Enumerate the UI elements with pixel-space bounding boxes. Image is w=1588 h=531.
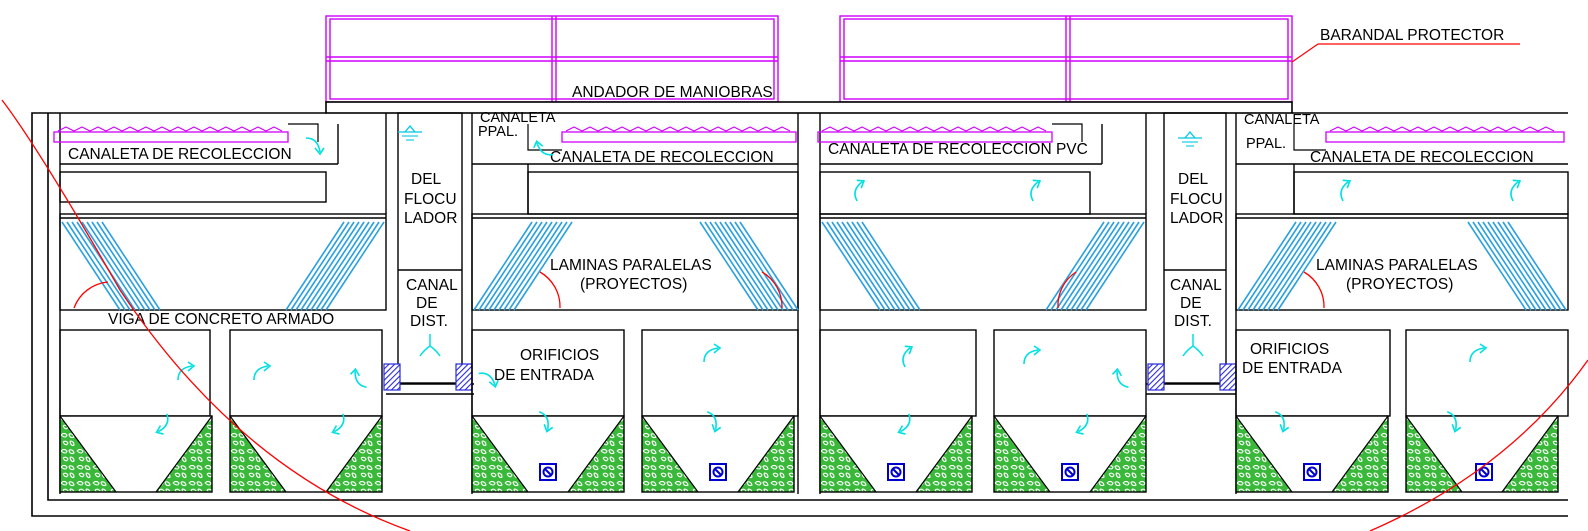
drain-valve-icon	[1061, 463, 1079, 481]
drain-valve-icon	[887, 463, 905, 481]
collection-channel-label-1: CANALETA DE RECOLECCION	[68, 146, 292, 163]
collection-channel-label-3: CANALETA DE RECOLECCION	[1310, 149, 1534, 166]
svg-text:DE ENTRADA: DE ENTRADA	[494, 367, 595, 384]
inlet-block	[455, 363, 473, 391]
svg-text:LADOR: LADOR	[404, 210, 457, 227]
svg-text:DIST.: DIST.	[410, 313, 448, 330]
main-channel-label-2: CANALETA	[1244, 112, 1320, 128]
tank-outline	[31, 112, 1568, 517]
flocculator-2	[1146, 112, 1236, 395]
angle-arc-2	[539, 271, 561, 309]
outline-curve-left	[1, 99, 411, 531]
inlet-block	[383, 363, 401, 391]
drain-valve-icon	[539, 463, 557, 481]
railing-leader	[1291, 43, 1319, 63]
angle-arc-3	[761, 271, 783, 309]
svg-text:LADOR: LADOR	[1170, 210, 1223, 227]
flow-arrow	[177, 361, 195, 381]
flocculator-1	[386, 112, 474, 395]
svg-text:FLOCU: FLOCU	[1170, 191, 1223, 208]
collection-channel-label-2: CANALETA DE RECOLECCION	[550, 149, 774, 166]
inlet-label-1: ORIFICIOS	[520, 347, 599, 364]
railing-right	[839, 15, 1293, 103]
collection-channel-pvc-label: CANALETA DE RECOLECCION PVC	[828, 141, 1088, 158]
drain-valve-icon	[709, 463, 727, 481]
svg-text:PPAL.: PPAL.	[1246, 136, 1286, 152]
svg-text:DE ENTRADA: DE ENTRADA	[1242, 360, 1343, 377]
angle-arc-1	[73, 281, 109, 309]
railing-label: BARANDAL PROTECTOR	[1320, 27, 1504, 44]
svg-text:DEL: DEL	[411, 171, 442, 188]
water-level-icon	[1177, 131, 1203, 147]
outline-curve-right	[1369, 359, 1588, 531]
inlet-label-2: ORIFICIOS	[1250, 341, 1329, 358]
plates-label-2: LAMINAS PARALELAS	[1316, 257, 1478, 274]
main-channel-label-1: CANALETA	[480, 110, 556, 126]
plates-label-1: LAMINAS PARALELAS	[550, 257, 712, 274]
svg-text:DE: DE	[1180, 295, 1202, 312]
split-arrow-1	[419, 334, 441, 357]
svg-text:CANAL: CANAL	[1170, 277, 1222, 294]
water-level-icon	[397, 125, 423, 141]
svg-text:DIST.: DIST.	[1174, 313, 1212, 330]
module-4	[1235, 113, 1569, 494]
walkway	[325, 101, 1293, 114]
collection-channel-1	[53, 131, 289, 143]
split-arrow-2	[1182, 334, 1204, 357]
channel-lip-1	[288, 123, 319, 142]
svg-text:(PROYECTOS): (PROYECTOS)	[580, 276, 687, 293]
angle-arc-4	[1057, 271, 1077, 309]
drain-valve-icon	[1303, 463, 1321, 481]
svg-text:PPAL.: PPAL.	[478, 124, 518, 140]
angle-arc-5	[1303, 271, 1325, 309]
svg-text:FLOCU: FLOCU	[404, 191, 457, 208]
svg-text:CANAL: CANAL	[406, 277, 458, 294]
channel-zigzag-1	[57, 126, 283, 132]
svg-text:DE: DE	[416, 295, 438, 312]
walkway-label: ANDADOR DE MANIOBRAS	[572, 84, 773, 101]
svg-text:DEL: DEL	[1178, 171, 1209, 188]
beam-label: VIGA DE CONCRETO ARMADO	[108, 311, 334, 328]
svg-text:(PROYECTOS): (PROYECTOS)	[1346, 276, 1453, 293]
